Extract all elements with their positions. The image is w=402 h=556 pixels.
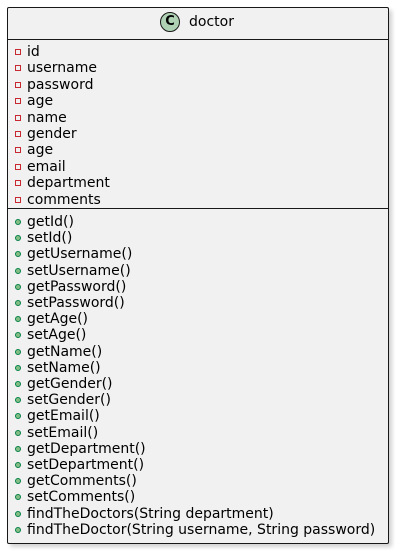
- method-row: setGender(): [8, 392, 388, 408]
- method-row: getId(): [8, 214, 388, 230]
- method-row: getName(): [8, 344, 388, 360]
- method-signature: setId(): [27, 230, 73, 247]
- private-visibility-icon: [15, 65, 21, 72]
- private-visibility-icon: [15, 114, 21, 121]
- method-row: setName(): [8, 360, 388, 376]
- method-signature: setPassword(): [27, 295, 125, 311]
- method-row: getDepartment(): [8, 441, 388, 457]
- public-visibility-icon: [15, 381, 21, 387]
- attribute-name: username: [27, 60, 97, 77]
- private-visibility-icon: [15, 163, 21, 170]
- attribute-row: gender: [8, 126, 388, 142]
- public-visibility-icon: [15, 316, 21, 323]
- method-row: setAge(): [8, 327, 388, 343]
- public-visibility-icon: [15, 445, 21, 452]
- method-signature: setEmail(): [27, 424, 99, 441]
- private-visibility-icon: [15, 147, 21, 154]
- public-visibility-icon: [15, 478, 21, 485]
- public-visibility-icon: [15, 267, 21, 274]
- method-signature: getDepartment(): [27, 440, 146, 457]
- public-visibility-icon: [15, 235, 21, 242]
- method-signature: findTheDoctor(String username, String pa…: [27, 521, 376, 538]
- attribute-row: email: [8, 159, 388, 175]
- public-visibility-icon: [15, 494, 21, 501]
- method-signature: setGender(): [27, 392, 111, 409]
- method-signature: setAge(): [27, 327, 87, 344]
- public-visibility-icon: [15, 364, 21, 371]
- attribute-row: department: [8, 175, 388, 191]
- public-visibility-icon: [15, 300, 21, 306]
- method-signature: findTheDoctors(String department): [27, 505, 274, 522]
- private-visibility-icon: [15, 131, 21, 137]
- public-visibility-icon: [15, 219, 21, 225]
- method-signature: setDepartment(): [27, 457, 145, 473]
- public-visibility-icon: [15, 429, 21, 436]
- private-visibility-icon: [15, 196, 21, 203]
- attribute-name: comments: [27, 191, 101, 208]
- public-visibility-icon: [15, 397, 21, 404]
- private-visibility-icon: [15, 49, 21, 55]
- method-signature: setComments(): [27, 489, 136, 506]
- attribute-row: name: [8, 110, 388, 126]
- attribute-row: id: [8, 44, 388, 60]
- method-signature: getUsername(): [27, 246, 133, 263]
- method-row: setDepartment(): [8, 457, 388, 473]
- attribute-name: gender: [27, 126, 77, 142]
- method-signature: getEmail(): [27, 408, 100, 425]
- public-visibility-icon: [15, 462, 21, 468]
- method-row: setComments(): [8, 489, 388, 505]
- method-signature: getAge(): [27, 311, 88, 328]
- method-signature: getPassword(): [27, 278, 127, 295]
- method-signature: setUsername(): [27, 262, 131, 279]
- public-visibility-icon: [15, 283, 21, 290]
- attribute-name: name: [27, 109, 67, 126]
- private-visibility-icon: [15, 98, 21, 105]
- method-signature: getName(): [27, 343, 103, 360]
- attribute-row: age: [8, 142, 388, 158]
- attribute-row: password: [8, 77, 388, 93]
- method-row: getPassword(): [8, 279, 388, 295]
- attribute-row: age: [8, 93, 388, 109]
- method-row: getUsername(): [8, 246, 388, 262]
- attribute-name: id: [27, 44, 40, 60]
- method-row: setUsername(): [8, 263, 388, 279]
- attribute-row: username: [8, 60, 388, 76]
- class-header: C doctor: [8, 8, 388, 40]
- attribute-row: comments: [8, 192, 388, 208]
- class-stereotype-icon: C: [160, 12, 180, 32]
- method-row: setPassword(): [8, 295, 388, 311]
- public-visibility-icon: [15, 510, 21, 517]
- public-visibility-icon: [15, 413, 21, 420]
- attribute-name: department: [27, 175, 110, 192]
- public-visibility-icon: [15, 251, 21, 258]
- private-visibility-icon: [15, 81, 21, 88]
- method-row: getComments(): [8, 473, 388, 489]
- attribute-name: age: [27, 93, 54, 110]
- public-visibility-icon: [15, 348, 21, 355]
- method-row: setId(): [8, 230, 388, 246]
- public-visibility-icon: [15, 332, 21, 339]
- private-visibility-icon: [15, 180, 21, 187]
- method-row: getGender(): [8, 376, 388, 392]
- method-row: getAge(): [8, 311, 388, 327]
- method-row: findTheDoctor(String username, String pa…: [8, 522, 388, 538]
- method-row: setEmail(): [8, 425, 388, 441]
- attribute-name: password: [27, 76, 94, 93]
- method-row: getEmail(): [8, 408, 388, 424]
- method-signature: getComments(): [27, 473, 137, 490]
- public-visibility-icon: [15, 526, 21, 533]
- method-signature: getId(): [27, 214, 74, 230]
- class-name: doctor: [189, 14, 234, 30]
- method-signature: getGender(): [27, 376, 113, 392]
- attribute-name: email: [27, 158, 66, 175]
- method-row: findTheDoctors(String department): [8, 506, 388, 522]
- attribute-name: age: [27, 142, 54, 159]
- method-signature: setName(): [27, 359, 101, 376]
